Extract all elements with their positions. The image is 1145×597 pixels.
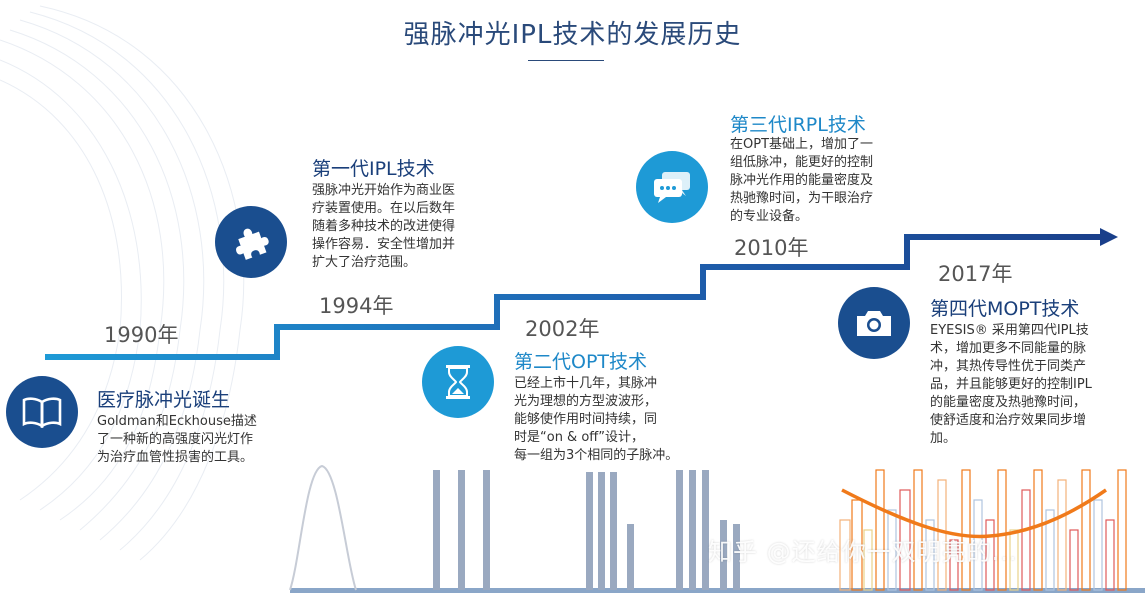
milestone-5-desc: EYESIS® 采用第四代IPL技 术，增加更多不同能量的脉 冲，其热传导性优于… bbox=[930, 323, 1092, 446]
pulse-group-mopt bbox=[839, 469, 1127, 591]
page-title: 强脉冲光IPL技术的发展历史 bbox=[403, 20, 742, 50]
bell-pulse bbox=[289, 464, 357, 591]
milestone-3-heading: 第二代OPT技术 bbox=[514, 351, 648, 373]
milestone-1-heading: 医疗脉冲光诞生 bbox=[97, 389, 231, 411]
year-2017: 2017年 bbox=[938, 262, 1013, 286]
title-underline bbox=[528, 60, 604, 61]
waveform-baseline bbox=[290, 588, 1145, 593]
pulse-group-ipl bbox=[433, 470, 490, 590]
year-1990: 1990年 bbox=[104, 323, 179, 347]
milestone-2-heading: 第一代IPL技术 bbox=[312, 158, 435, 180]
milestone-4-desc: 在OPT基础上，增加了一 组低脉冲，能更好的控制 脉冲光作用的能量密度及 热驰豫… bbox=[730, 137, 874, 224]
puzzle-icon bbox=[215, 206, 287, 278]
timeline-arrowhead bbox=[1100, 228, 1118, 246]
chat-icon bbox=[636, 151, 708, 223]
hourglass-icon bbox=[422, 346, 494, 418]
year-2002: 2002年 bbox=[525, 317, 600, 341]
energy-curve bbox=[841, 488, 1107, 539]
pulse-group-opt bbox=[586, 470, 740, 590]
milestone-5-heading: 第四代MOPT技术 bbox=[930, 298, 1080, 320]
book-icon bbox=[6, 376, 78, 448]
watermark: 知乎 @还给你一双明亮的... bbox=[708, 538, 1018, 566]
year-1994: 1994年 bbox=[319, 294, 394, 318]
milestone-4-heading: 第三代IRPL技术 bbox=[730, 114, 866, 136]
milestone-3-desc: 已经上市十几年，其脉冲 光为理想的方型波波形， 能够使作用时间持续，同 时是“o… bbox=[514, 376, 679, 463]
milestone-1-desc: Goldman和Eckhouse描述 了一种新的高强度闪光灯作 为治疗血管性损害… bbox=[97, 414, 257, 465]
milestone-2-desc: 强脉冲光开始作为商业医 疗装置使用。在以后数年 随着多种技术的改进使得 操作容易… bbox=[312, 183, 456, 270]
year-2010: 2010年 bbox=[734, 236, 809, 260]
camera-icon bbox=[838, 287, 910, 359]
